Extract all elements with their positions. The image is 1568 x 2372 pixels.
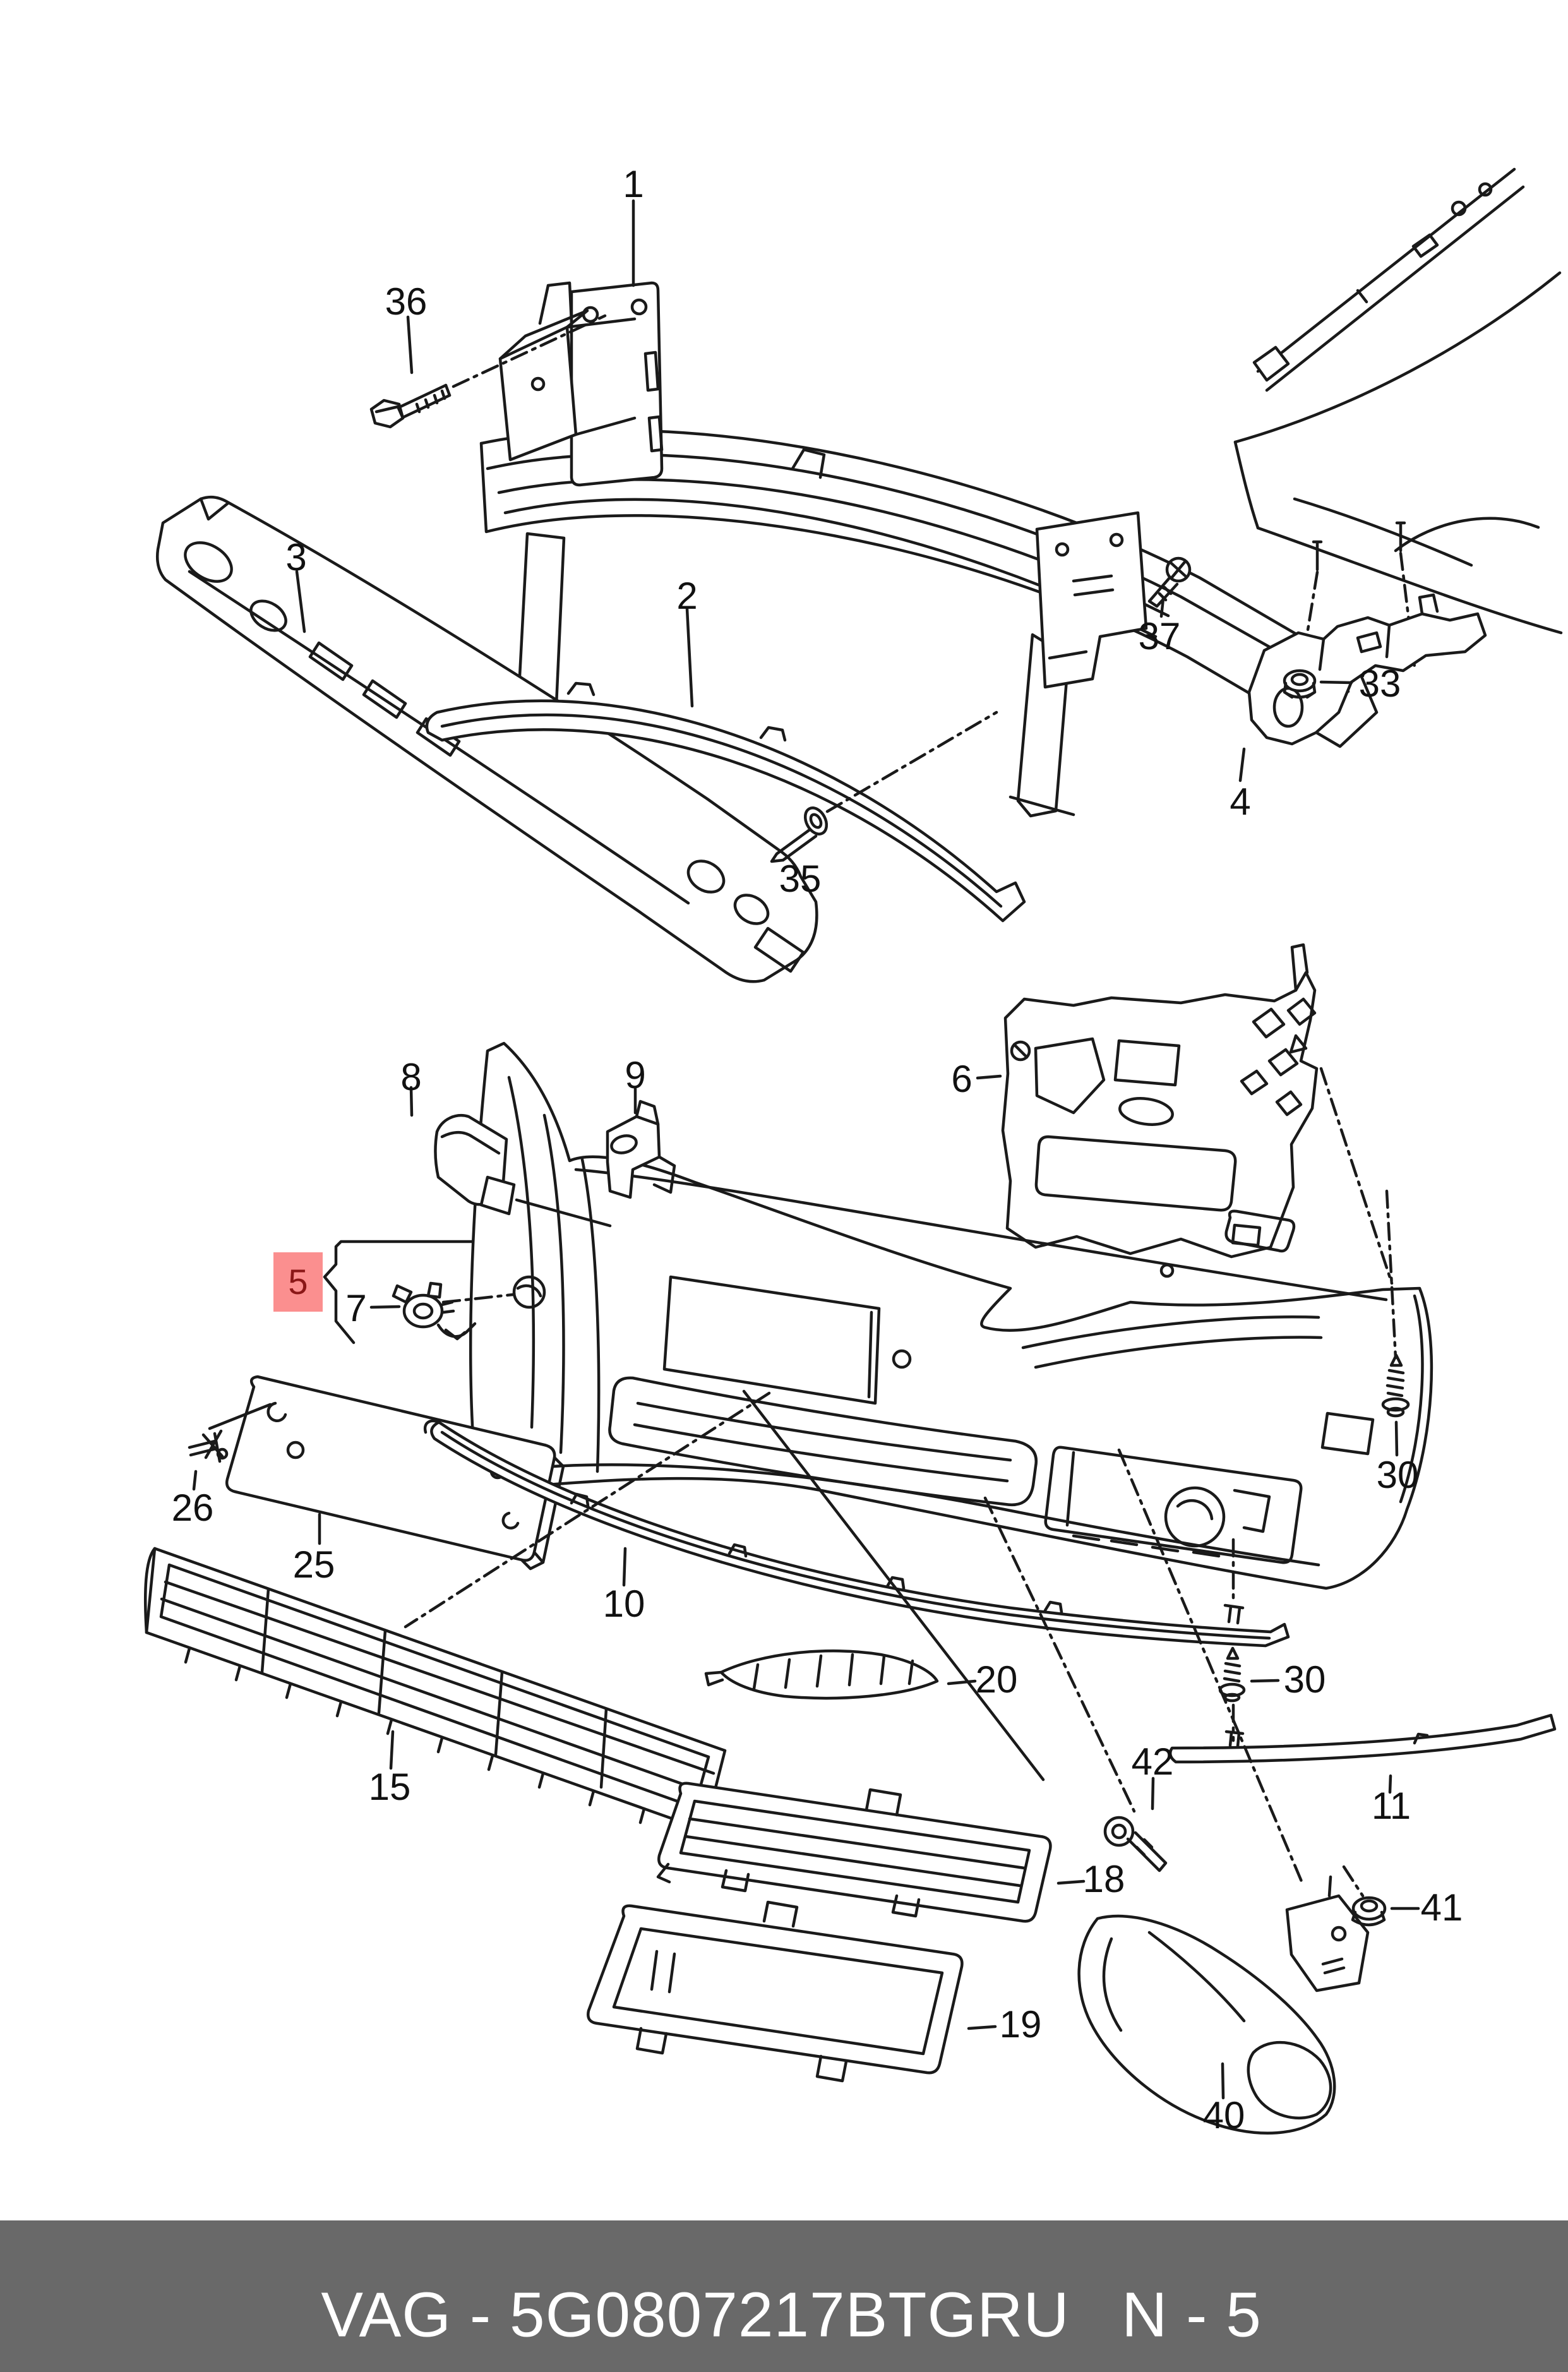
- screw-37-drawing: [1147, 556, 1192, 618]
- spoiler-strip-drawing: [423, 1419, 1290, 1648]
- part-label-5-highlight[interactable]: 5: [273, 1252, 323, 1312]
- bracket-9-drawing: [606, 1087, 676, 1199]
- part-label-2[interactable]: 2: [676, 575, 698, 617]
- clip-7-drawing: [369, 1281, 515, 1341]
- fog-grille-19-drawing: [587, 1900, 997, 2083]
- side-bracket-drawing: [1238, 593, 1487, 782]
- part-label-6[interactable]: 6: [951, 1058, 973, 1100]
- part-label-30-lower[interactable]: 30: [1283, 1658, 1326, 1701]
- part-label-5: 5: [288, 1262, 308, 1302]
- washer-cover-drawing: [409, 1086, 612, 1228]
- nut-33-drawing: [1283, 669, 1353, 699]
- part-label-40[interactable]: 40: [1202, 2094, 1245, 2136]
- part-label-25[interactable]: 25: [292, 1543, 335, 1586]
- screw-30-upper-drawing: [1381, 1189, 1410, 1457]
- part-label-19[interactable]: 19: [999, 2003, 1042, 2046]
- group-brace-5: [323, 1240, 474, 1345]
- beam-trim-strip-drawing: [425, 607, 1026, 923]
- nut-41-drawing: [1342, 1865, 1420, 1927]
- part-label-35[interactable]: 35: [779, 858, 822, 900]
- part-label-36[interactable]: 36: [385, 280, 428, 323]
- footer-part-code: VAG - 5G0807217BTGRU: [321, 2279, 1070, 2351]
- footer-page-ref: N - 5: [1122, 2279, 1262, 2351]
- part-label-3[interactable]: 3: [285, 536, 307, 578]
- fender-section-drawing: [1233, 167, 1563, 669]
- grille-carrier-drawing: [976, 943, 1394, 1285]
- leader-lines: [404, 1389, 1305, 1888]
- bumper-cover-drawing: [469, 1041, 1433, 1590]
- part-label-15[interactable]: 15: [368, 1766, 411, 1808]
- part-label-26[interactable]: 26: [171, 1487, 214, 1529]
- clip-26-drawing: [188, 1403, 272, 1491]
- footer-bar: VAG - 5G0807217BTGRU N - 5: [0, 2220, 1568, 2372]
- part-label-9[interactable]: 9: [625, 1054, 646, 1096]
- part-label-7[interactable]: 7: [345, 1287, 367, 1329]
- trim-strip-11-drawing: [1168, 1713, 1557, 1794]
- part-label-10[interactable]: 10: [602, 1583, 645, 1625]
- part-label-4[interactable]: 4: [1230, 781, 1251, 823]
- bolt-36-drawing: [369, 314, 607, 429]
- part-label-1[interactable]: 1: [623, 163, 644, 205]
- screw-42-drawing: [1103, 1776, 1168, 1872]
- air-duct-drawing: [1077, 1875, 1370, 2135]
- part-label-37[interactable]: 37: [1138, 615, 1181, 657]
- part-label-20[interactable]: 20: [975, 1658, 1018, 1701]
- crossmember-beam-drawing: [479, 429, 1379, 818]
- part-label-33[interactable]: 33: [1358, 662, 1401, 705]
- impact-absorber-drawing: [156, 495, 818, 983]
- part-label-42[interactable]: 42: [1131, 1740, 1174, 1783]
- part-label-30-upper[interactable]: 30: [1376, 1454, 1419, 1496]
- tow-bracket-drawing: [498, 199, 664, 487]
- trim-strip-20-drawing: [704, 1649, 977, 1700]
- license-plate-bracket-drawing: [225, 1375, 565, 1571]
- part-label-18[interactable]: 18: [1082, 1858, 1125, 1900]
- fog-grille-18-drawing: [656, 1782, 1086, 1923]
- part-label-8[interactable]: 8: [400, 1056, 422, 1098]
- part-label-41[interactable]: 41: [1420, 1886, 1463, 1929]
- part-label-11[interactable]: 11: [1371, 1785, 1411, 1827]
- pin-35-drawing: [770, 710, 998, 863]
